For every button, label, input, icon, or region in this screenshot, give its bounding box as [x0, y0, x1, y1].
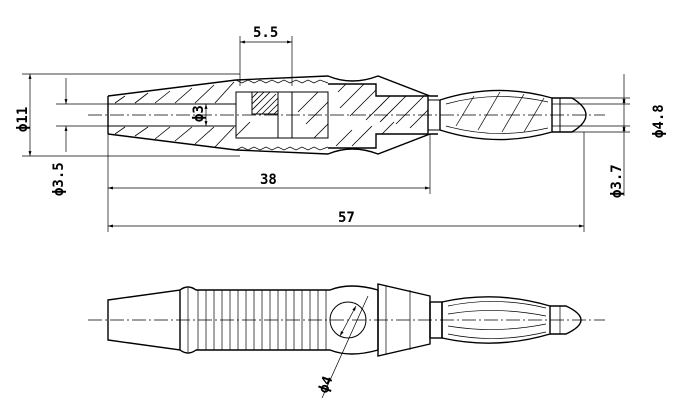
dim-length-57: 57 — [108, 132, 585, 232]
section-view: 5.5 ϕ11 ϕ3.5 ϕ3 ϕ4.8 — [15, 25, 667, 232]
dim-body-diameter-label: ϕ11 — [15, 107, 31, 132]
dim-hole-diameter: ϕ4 — [316, 295, 369, 399]
cross-hole — [329, 301, 367, 339]
dim-head-width: 5.5 — [239, 25, 293, 86]
dim-length-38: 38 — [107, 134, 431, 232]
collar-exterior — [377, 283, 431, 357]
lamella-exterior-lines — [447, 301, 547, 339]
dim-tail-diameter: ϕ3.5 — [51, 78, 108, 196]
dim-hole-diameter-label: ϕ4 — [316, 374, 337, 395]
dim-bore-diameter-label: ϕ3 — [191, 105, 207, 122]
dim-tip-diameter-label: ϕ4.8 — [651, 104, 667, 138]
dim-pin-diameter: ϕ3.7 — [552, 74, 630, 198]
sleeve-outline-bottom — [107, 133, 438, 155]
screw-block-hatching — [251, 91, 279, 115]
dim-length-38-label: 38 — [260, 172, 277, 188]
grip-ribs — [187, 288, 327, 352]
screw-body-hatching — [235, 91, 329, 139]
sleeve-hatching — [114, 81, 235, 148]
sleeve-outline-top — [107, 75, 438, 97]
screw-body — [235, 91, 329, 139]
tip-exterior — [550, 305, 582, 335]
grip-serration-bottom — [235, 146, 329, 151]
dim-tail-diameter-label: ϕ3.5 — [51, 162, 67, 196]
collar-hatching — [335, 83, 429, 147]
dim-length-57-label: 57 — [338, 210, 355, 226]
dim-head-width-label: 5.5 — [253, 25, 278, 41]
screw-block — [251, 91, 279, 115]
grip-serration-top — [235, 79, 329, 84]
dim-pin-diameter-label: ϕ3.7 — [609, 164, 625, 198]
lamella-lines — [445, 91, 549, 134]
collar-outline — [328, 83, 429, 149]
dim-body-diameter: ϕ11 — [15, 73, 240, 157]
dim-bore-diameter: ϕ3 — [191, 103, 236, 127]
exterior-view: ϕ4 — [88, 283, 605, 399]
